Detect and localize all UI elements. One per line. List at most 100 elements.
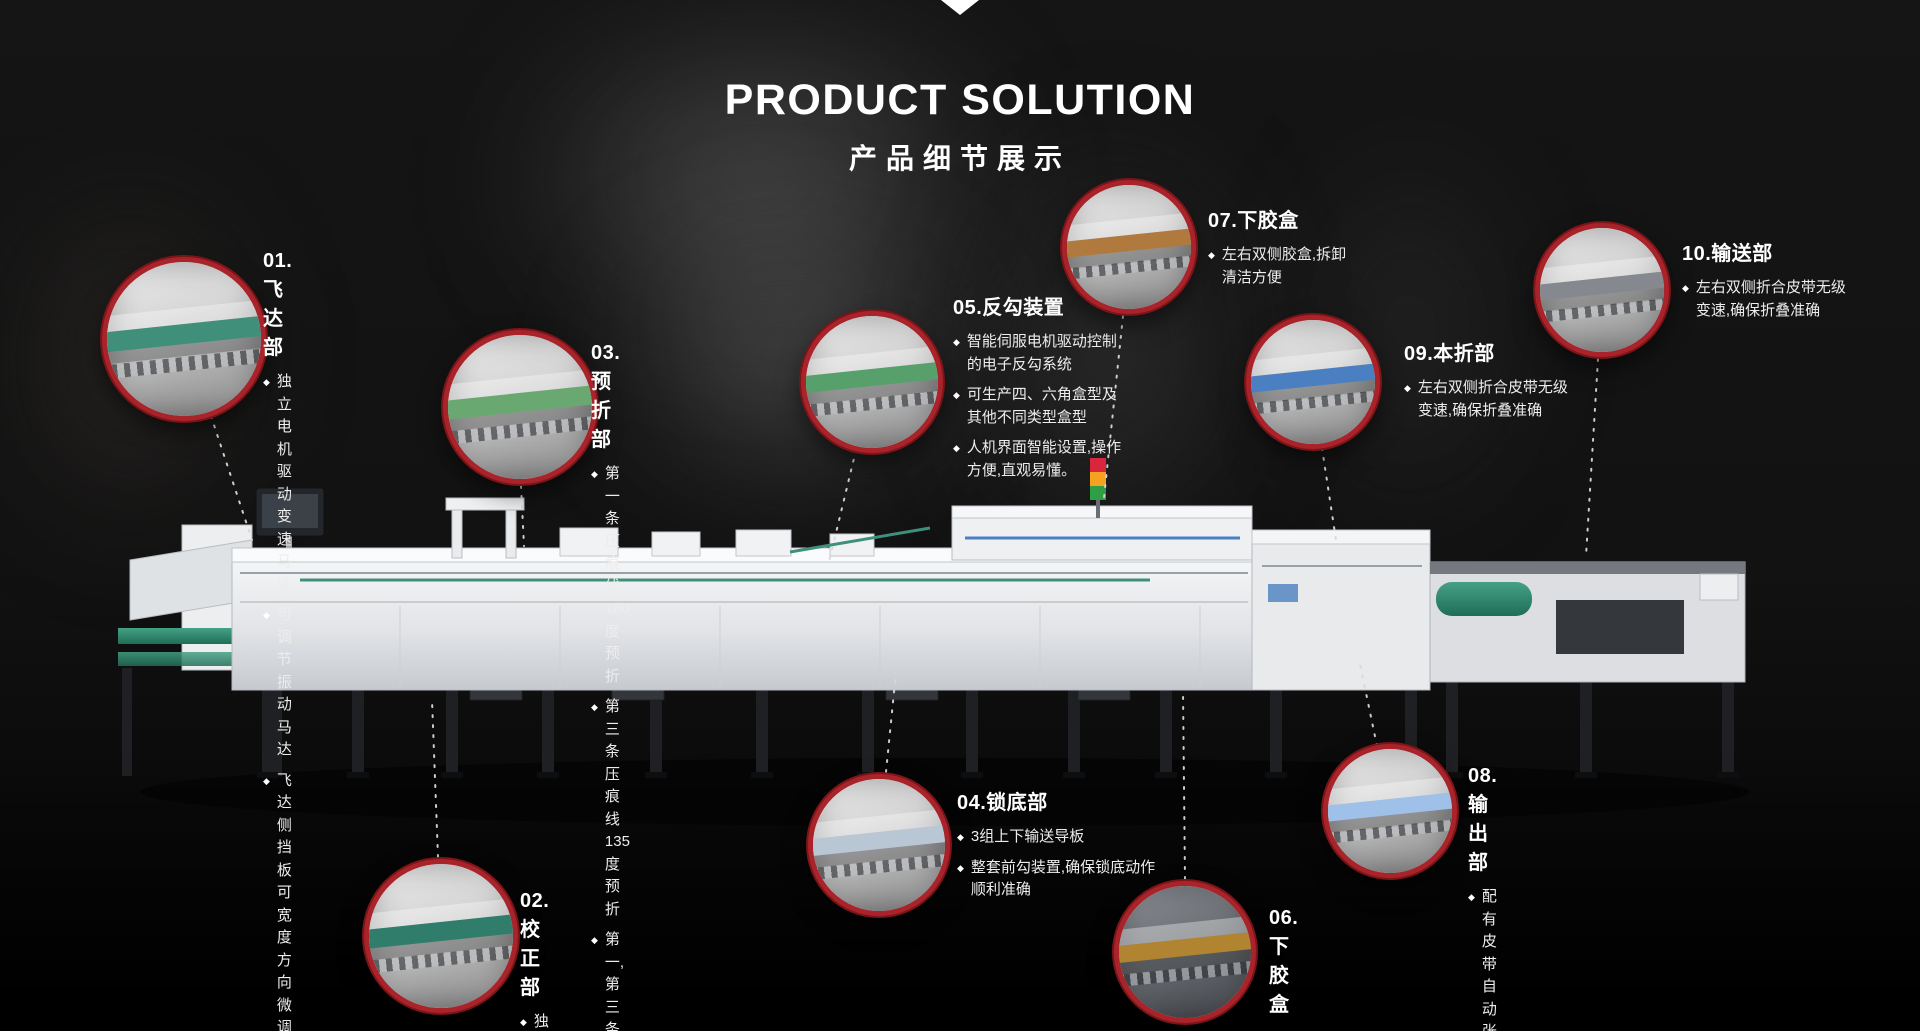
feature-bullet-text: 左右双侧折合皮带无级变速,确保折叠准确	[1417, 379, 1568, 419]
feature-bullet-text: 可调节振动马达	[276, 606, 292, 758]
feature-list: ◆ 左右双侧折合皮带无级变速,确保折叠准确	[1682, 277, 1856, 322]
prefold-gantry	[445, 497, 525, 559]
callout-title: 04.锁底部	[957, 792, 1048, 814]
aligner-photo-image	[369, 864, 513, 1008]
feature-bullet: ◆ 第一条压痕线180度预折	[591, 463, 630, 688]
prefold-detail-photo	[443, 330, 597, 484]
conveying-info: 10.输送部 ◆ 左右双侧折合皮带无级变速,确保折叠准确	[1682, 237, 1856, 330]
feature-bullet-text: 第一条压痕线180度预折	[604, 465, 630, 685]
feature-bullet-text: 左右双侧胶盒,拆卸清洁方便	[1221, 246, 1347, 286]
output-conveyor	[1429, 561, 1746, 683]
feature-bullet-text: 独立电机驱动变速马达	[276, 373, 292, 593]
feeder-info: 01.飞达部 ◆独立电机驱动变速马达◆可调节振动马达◆飞达侧挡板可宽度方向微调◆…	[263, 250, 292, 1031]
prefold-info: 03.预折部 ◆ 第一条压痕线180度预折 ◆ 第三条压痕线135度预折 ◆ 第一,第三条…	[591, 342, 630, 1031]
diamond-bullet-icon: ◆	[1468, 892, 1475, 902]
page-title: PRODUCT SOLUTION	[724, 76, 1196, 124]
top-arrow-decoration	[941, 0, 979, 15]
anti-hook-detail-photo	[801, 311, 943, 453]
press-section	[1251, 529, 1431, 691]
feature-bullet: ◆ 人机界面智能设置,操作方便,直观易懂。	[953, 437, 1123, 482]
feature-bullet-text: 第一,第三条压痕线预折打开装置	[604, 931, 625, 1031]
conveying-detail-photo	[1535, 223, 1669, 357]
diamond-bullet-icon: ◆	[591, 702, 598, 712]
signal-tower	[1090, 458, 1106, 518]
glue-box-detail-photo	[1062, 180, 1196, 314]
feature-bullet: ◆飞达侧挡板可宽度方向微调	[263, 770, 292, 1031]
callout-title: 07.下胶盒	[1208, 210, 1299, 232]
feature-bullet-text: 左右双侧折合皮带无级变速,确保折叠准确	[1695, 279, 1846, 319]
glue-box-info: 07.下胶盒 ◆左右双侧胶盒,拆卸清洁方便	[1208, 204, 1360, 297]
glue-box-lower-detail-photo	[1114, 881, 1256, 1023]
feature-bullet: ◆可调节振动马达	[263, 604, 292, 762]
floor-shadow	[140, 758, 1750, 826]
diamond-bullet-icon: ◆	[953, 390, 960, 400]
machine-bed	[231, 547, 1253, 691]
feature-bullet-text: 可生产四、六角盒型及其他不同类型盒型	[966, 386, 1117, 426]
delivery-detail-photo	[1323, 744, 1457, 878]
feature-bullet: ◆ 3组上下输送导板	[957, 826, 1165, 849]
diamond-bullet-icon: ◆	[957, 862, 964, 873]
diamond-bullet-icon: ◆	[953, 443, 960, 453]
delivery-info: 08.输出部 ◆配有皮带自动张紧装置◆电子踢纸计数模块	[1468, 765, 1497, 1031]
feature-list: ◆配有皮带自动张紧装置◆电子踢纸计数模块	[1468, 886, 1497, 1031]
feature-list: ◆ 左右双侧折合皮带无级变速,确保折叠准确	[1404, 377, 1578, 422]
callout-title: 06.下胶盒	[1269, 907, 1299, 1016]
diamond-bullet-icon: ◆	[953, 337, 960, 347]
feature-list: ◆ 独立可调侧规,确保纸张平行齐整	[520, 1011, 553, 1031]
callout-title: 10.输送部	[1682, 243, 1773, 265]
glue-box-lower-info: 06.下胶盒 ◆2组上胶盒,拆卸清洁方便	[1269, 907, 1302, 1031]
diamond-bullet-icon: ◆	[1682, 283, 1689, 293]
delivery-photo-image	[1328, 749, 1452, 873]
diamond-bullet-icon: ◆	[263, 377, 270, 387]
feature-bullet: ◆ 左右双侧折合皮带无级变速,确保折叠准确	[1682, 277, 1856, 322]
feature-list: ◆左右双侧胶盒,拆卸清洁方便	[1208, 244, 1360, 289]
diamond-bullet-icon: ◆	[520, 1017, 527, 1027]
feature-bullet: ◆ 可生产四、六角盒型及其他不同类型盒型	[953, 384, 1123, 429]
anti-hook-info: 05.反勾装置 ◆智能伺服电机驱动控制的电子反勾系统◆可生产四、六角盒型及其他不…	[953, 291, 1123, 490]
conveying-photo-image	[1540, 228, 1664, 352]
feature-bullet: ◆ 独立可调侧规,确保纸张平行齐整	[520, 1011, 553, 1031]
feature-bullet-text: 配有皮带自动张紧装置	[1481, 888, 1497, 1031]
lock-bottom-detail-photo	[808, 774, 950, 916]
callout-title: 01.飞达部	[263, 250, 293, 359]
mid-housing	[951, 505, 1253, 561]
diamond-bullet-icon: ◆	[591, 469, 598, 479]
callout-title: 08.输出部	[1468, 765, 1498, 874]
feature-bullet-text: 第三条压痕线135度预折	[604, 698, 630, 918]
feature-bullet-text: 智能伺服电机驱动控制的电子反勾系统	[966, 333, 1117, 373]
aligner-detail-photo	[364, 859, 518, 1013]
feature-list: ◆独立电机驱动变速马达◆可调节振动马达◆飞达侧挡板可宽度方向微调◆8条橡胶出纸带…	[263, 371, 292, 1031]
anti-hook-photo-image	[806, 316, 938, 448]
feature-bullet: ◆ 智能伺服电机驱动控制的电子反勾系统	[953, 331, 1123, 376]
feature-bullet-text: 3组上下输送导板	[970, 828, 1085, 845]
diamond-bullet-icon: ◆	[263, 775, 270, 786]
feature-bullet: ◆ 第三条压痕线135度预折	[591, 696, 630, 921]
folding-info: 09.本折部 ◆ 左右双侧折合皮带无级变速,确保折叠准确	[1404, 337, 1578, 430]
feature-bullet: ◆ 配有皮带自动张紧装置	[1468, 886, 1497, 1031]
callout-title: 02.校正部	[520, 890, 550, 999]
page-subtitle: 产品细节展示	[848, 143, 1071, 174]
folding-detail-photo	[1246, 315, 1380, 449]
feature-list: ◆ 第一条压痕线180度预折 ◆ 第三条压痕线135度预折 ◆ 第一,第三条压痕线预折打开…	[591, 463, 630, 1031]
glue-box-lower-photo-image	[1119, 886, 1251, 1018]
prefold-photo-image	[448, 335, 592, 479]
folding-photo-image	[1251, 320, 1375, 444]
anti-hook-belt	[789, 526, 931, 554]
callout-title: 03.预折部	[591, 342, 621, 451]
callout-title: 09.本折部	[1404, 343, 1495, 365]
diamond-bullet-icon: ◆	[591, 935, 598, 945]
feeder-photo-image	[107, 262, 261, 416]
lock-bottom-photo-image	[813, 779, 945, 911]
glue-box-photo-image	[1067, 185, 1191, 309]
feature-bullet: ◆左右双侧胶盒,拆卸清洁方便	[1208, 244, 1360, 289]
feature-bullet-text: 独立可调侧规,确保纸张平行齐整	[533, 1013, 549, 1030]
diamond-bullet-icon: ◆	[1404, 383, 1411, 393]
feature-bullet: ◆ 第一,第三条压痕线预折打开装置	[591, 929, 630, 1031]
diamond-bullet-icon: ◆	[957, 832, 964, 842]
feature-list: ◆ 智能伺服电机驱动控制的电子反勾系统 ◆ 可生产四、六角盒型及其他不同类型盒型 ◆ 人机…	[953, 331, 1123, 482]
feature-bullet: ◆ 独立电机驱动变速马达	[263, 371, 292, 596]
section-header: PRODUCT SOLUTION 产品细节展示	[0, 76, 1920, 177]
aligner-info: 02.校正部 ◆ 独立可调侧规,确保纸张平行齐整	[520, 890, 553, 1031]
feature-bullet-text: 人机界面智能设置,操作方便,直观易懂。	[966, 439, 1122, 479]
